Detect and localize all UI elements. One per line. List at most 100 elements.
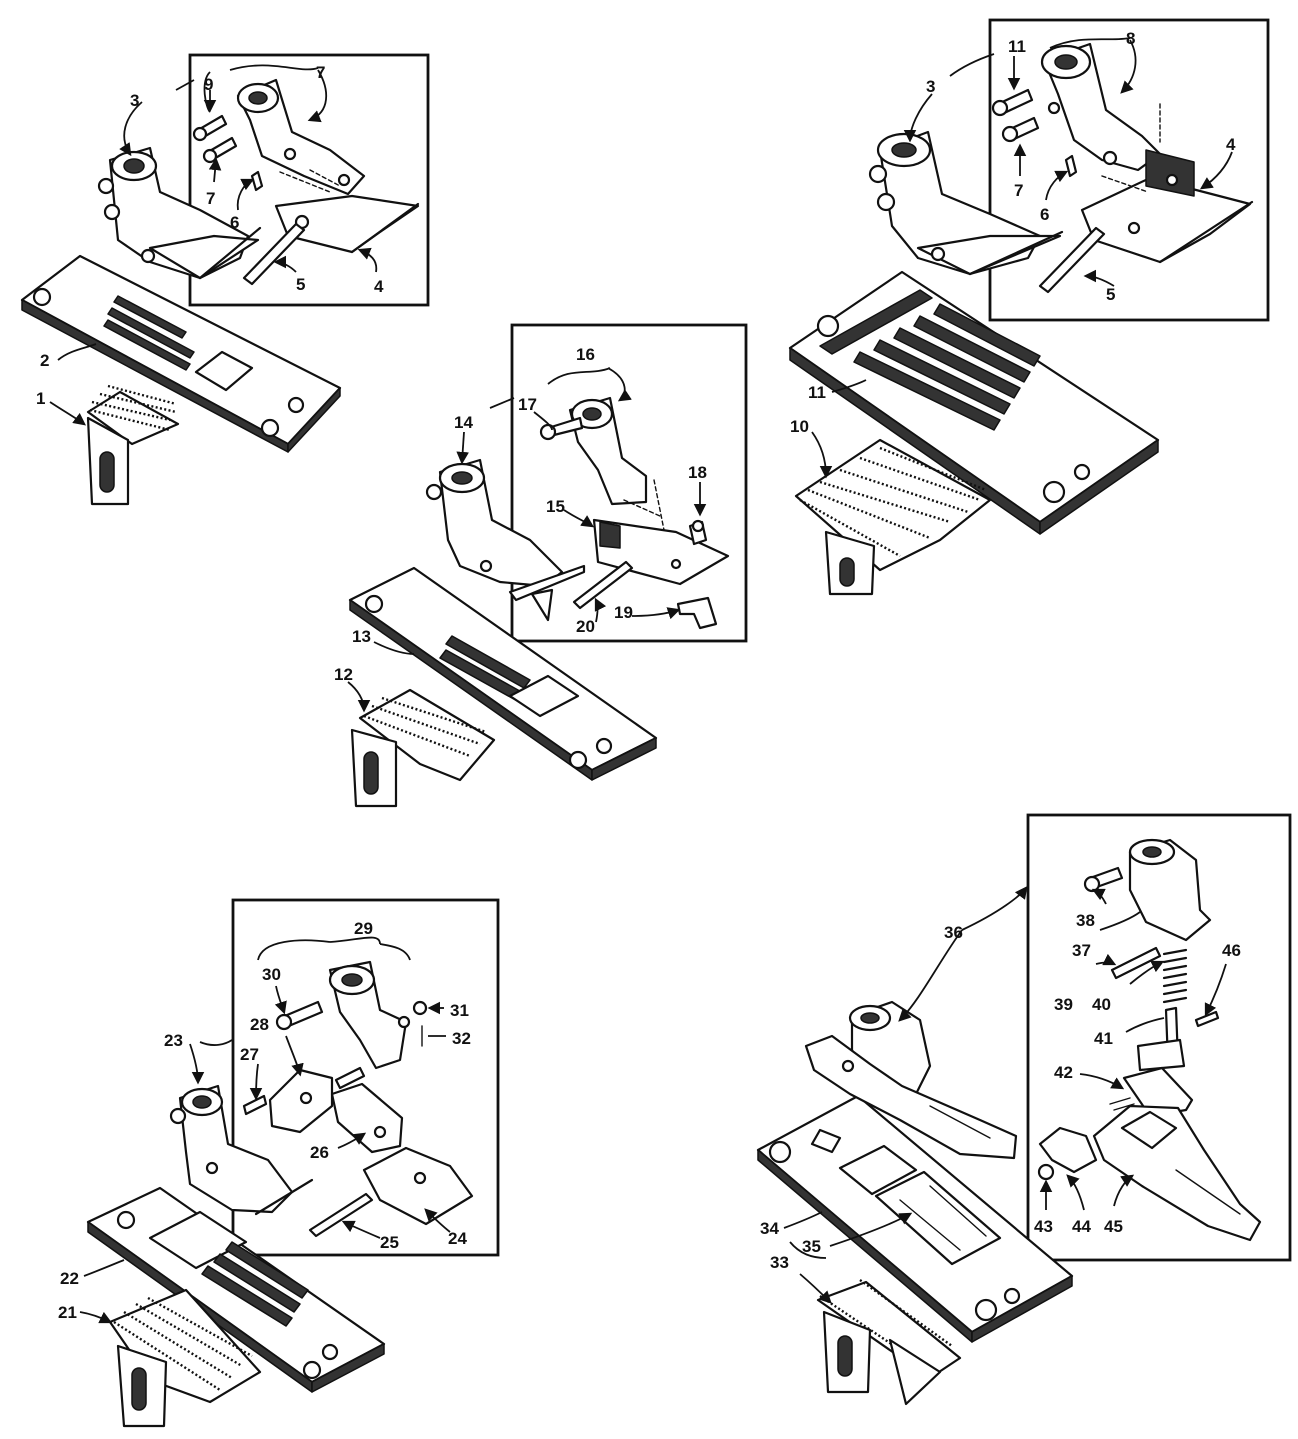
presser-foot-assembly — [97, 146, 262, 280]
screw-38 — [1083, 866, 1124, 893]
label-45: 45 — [1104, 1217, 1123, 1236]
pin-39 — [1110, 946, 1162, 980]
label-21: 21 — [58, 1303, 77, 1322]
presser-bar-holder — [568, 396, 648, 506]
inset-box — [988, 18, 1270, 322]
label-8: 8 — [1126, 29, 1135, 48]
label-46: 46 — [1222, 941, 1241, 960]
label-13: 13 — [352, 627, 371, 646]
guide-piece — [676, 596, 718, 630]
label-23: 23 — [164, 1031, 183, 1050]
label-39: 39 — [1054, 995, 1073, 1014]
screw-43 — [1037, 1163, 1055, 1181]
hinge-pin — [1038, 226, 1106, 294]
needle-plate — [348, 566, 658, 781]
assembly-bottom-left: 23 29 30 31 32 27 28 26 25 24 22 21 — [58, 898, 500, 1428]
feed-dog — [108, 1288, 262, 1428]
label-6: 6 — [230, 213, 239, 232]
label-4: 4 — [374, 277, 384, 296]
screws — [192, 114, 264, 192]
presser-foot-assembly — [804, 1000, 1018, 1160]
presser-foot-assembly — [425, 458, 586, 622]
guide-44 — [1038, 1126, 1098, 1174]
label-15: 15 — [546, 497, 565, 516]
label-32: 32 — [452, 1029, 471, 1048]
inset-box — [188, 53, 430, 307]
hinge-pin — [242, 222, 306, 286]
spring-40 — [1162, 948, 1188, 1004]
label-35: 35 — [802, 1237, 821, 1256]
feed-dog — [816, 1279, 962, 1406]
pins-and-screws — [242, 1000, 428, 1238]
label-20: 20 — [576, 617, 595, 636]
label-41: 41 — [1094, 1029, 1113, 1048]
presser-foot-sole — [1080, 149, 1254, 264]
hinge-block — [268, 1068, 334, 1134]
needle-plate — [788, 270, 1160, 535]
label-42: 42 — [1054, 1063, 1073, 1082]
label-34: 34 — [760, 1219, 779, 1238]
label-30: 30 — [262, 965, 281, 984]
inset-box — [231, 898, 500, 1257]
label-26: 26 — [310, 1143, 329, 1162]
assembly-top-right: 3 11 8 4 7 6 5 11 10 — [788, 18, 1270, 596]
label-28: 28 — [250, 1015, 269, 1034]
feed-dog — [86, 384, 180, 506]
label-9: 9 — [204, 75, 213, 94]
label-3: 3 — [926, 77, 935, 96]
toe-piece — [362, 1146, 474, 1226]
presser-foot-assembly — [868, 130, 1064, 276]
presser-bar-holder — [328, 960, 408, 1070]
plunger-41 — [1136, 1006, 1186, 1072]
screws — [991, 88, 1078, 178]
label-19: 19 — [614, 603, 633, 622]
label-43: 43 — [1034, 1217, 1053, 1236]
needle-plate — [756, 1094, 1074, 1343]
label-40: 40 — [1092, 995, 1111, 1014]
hinge-pin — [572, 560, 634, 610]
label-10: 10 — [790, 417, 809, 436]
presser-bar-holder — [1040, 42, 1162, 172]
label-5: 5 — [296, 275, 305, 294]
label-17: 17 — [518, 395, 537, 414]
label-8: 7 — [316, 63, 325, 82]
needle-plate — [20, 254, 342, 453]
label-16: 16 — [576, 345, 595, 364]
label-1: 1 — [36, 389, 45, 408]
assembly-bottom-right: 36 38 37 46 39 40 41 42 43 44 45 34 35 3… — [756, 813, 1292, 1406]
assembly-top-left: 3 9 7 7 6 5 4 2 1 — [20, 53, 430, 506]
label-3: 3 — [130, 91, 139, 110]
inset-box — [1026, 813, 1292, 1262]
label-12: 12 — [334, 665, 353, 684]
label-2: 2 — [40, 351, 49, 370]
label-6: 6 — [1040, 205, 1049, 224]
label-24: 24 — [448, 1229, 467, 1248]
presser-bar-holder — [1128, 838, 1212, 942]
label-7: 7 — [1014, 181, 1023, 200]
feed-dog — [350, 688, 496, 808]
label-36: 36 — [944, 923, 963, 942]
foot-sole-45 — [1092, 1104, 1262, 1242]
label-31: 31 — [450, 1001, 469, 1020]
inset-box — [510, 323, 748, 643]
label-9: 11 — [1008, 37, 1026, 56]
label-18: 18 — [688, 463, 707, 482]
label-11: 11 — [808, 383, 826, 402]
label-22: 22 — [60, 1269, 79, 1288]
label-29: 29 — [354, 919, 373, 938]
label-5: 5 — [1106, 285, 1115, 304]
label-37: 37 — [1072, 941, 1091, 960]
presser-foot-assembly — [169, 1084, 314, 1216]
feed-dog — [794, 438, 992, 596]
presser-bar-holder — [236, 78, 366, 196]
label-25: 25 — [380, 1233, 399, 1252]
pin-46 — [1194, 1010, 1220, 1028]
label-44: 44 — [1072, 1217, 1091, 1236]
presser-foot-sole — [274, 194, 420, 254]
label-7: 7 — [206, 189, 215, 208]
label-4: 4 — [1226, 135, 1236, 154]
label-38: 38 — [1076, 911, 1095, 930]
assembly-center: 14 17 16 15 18 19 20 13 12 — [334, 323, 748, 808]
foot-link — [330, 1082, 404, 1154]
